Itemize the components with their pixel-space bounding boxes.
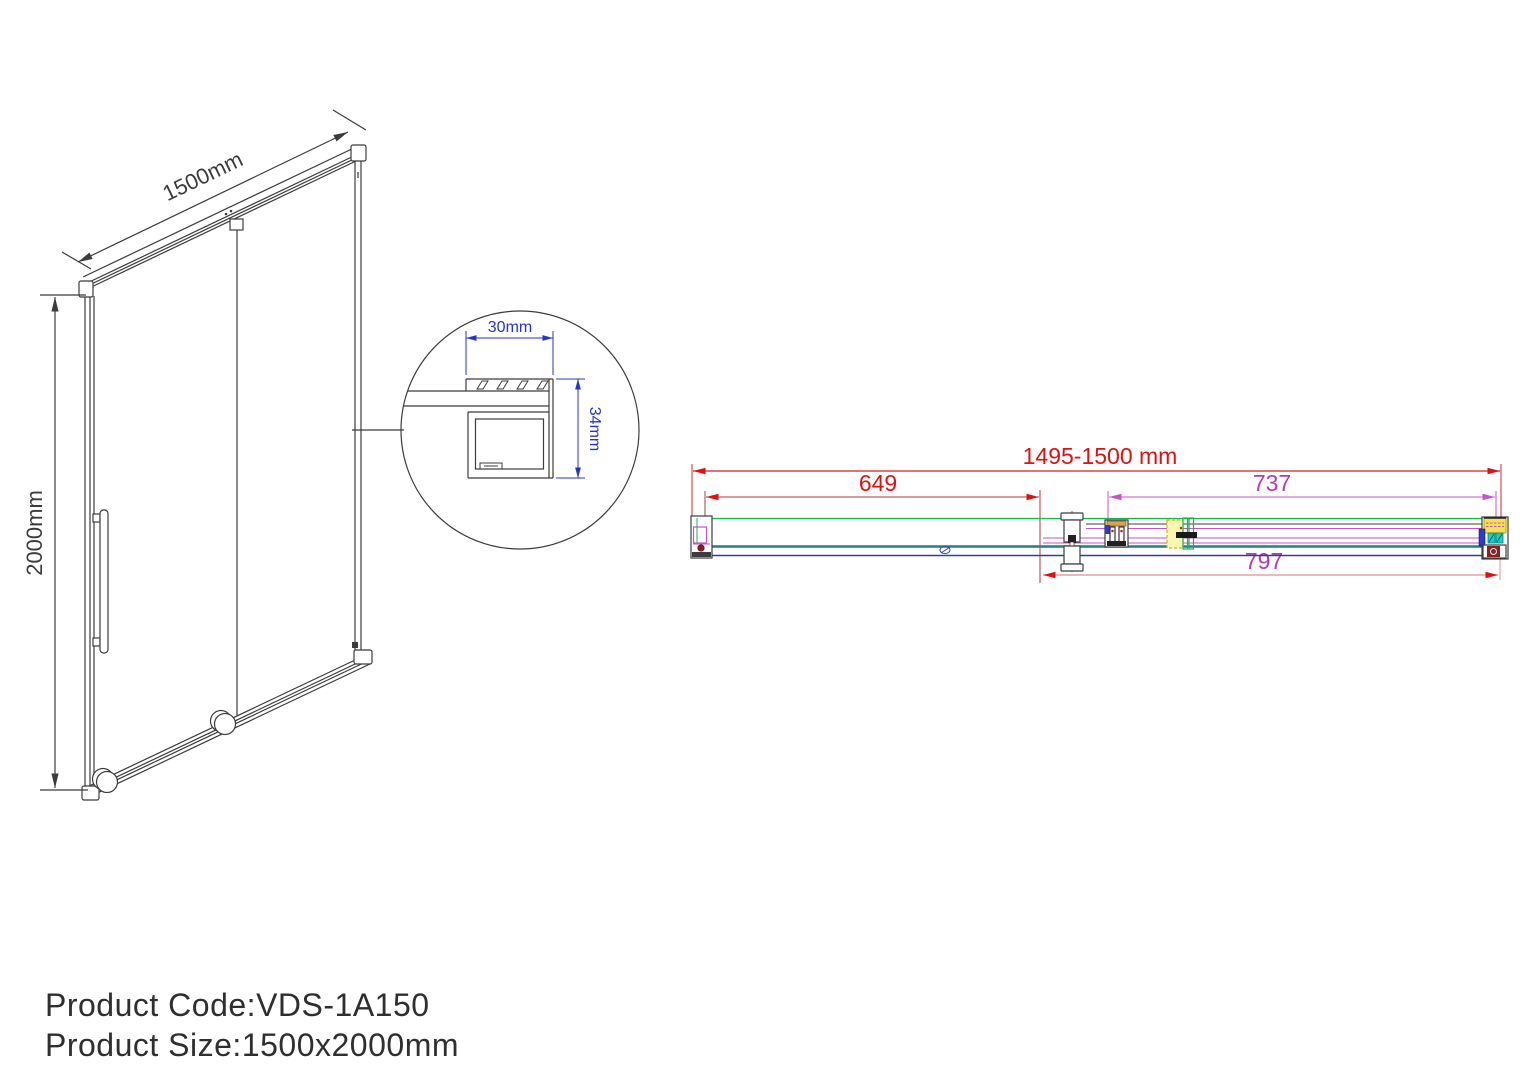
rail-right-end-cap [350,144,367,162]
door-handle [92,509,109,654]
bottom-roller-right [209,709,237,736]
height-dimension-label: 2000mm [22,490,47,576]
width-dimension: 1500mm [61,109,367,270]
height-dimension: 2000mm [22,294,88,791]
left-wall-profile [690,515,713,559]
product-size: Product Size:1500x2000mm [45,1027,459,1063]
rail-left-end-cap [78,280,94,298]
product-info: Product Code:VDS-1A150 Product Size:1500… [45,987,459,1063]
detail-height-label: 34mm [586,407,603,451]
door-right-frame [352,161,373,665]
detail-view: 30mm 34mm [400,310,640,550]
right-wall-profile [1478,516,1509,560]
sliding-panel-divider [224,209,244,716]
opening-dimension-label: 797 [1245,548,1283,574]
detail-width-label: 30mm [488,319,532,336]
manufacturer-mark-icon [939,546,951,554]
door-dimension: 737 [1109,470,1495,501]
product-code: Product Code:VDS-1A150 [45,987,430,1023]
door-bracket [1104,519,1129,548]
overall-dimension: 1495-1500 mm [693,443,1500,475]
width-dimension-label: 1500mm [159,146,247,206]
door-dimension-label: 737 [1253,470,1291,496]
bottom-roller-left [91,767,119,794]
profile-section [404,378,554,479]
top-view: 1495-1500 mm 649 737 797 [690,443,1509,583]
overall-dimension-label: 1495-1500 mm [1023,443,1178,469]
opening-dimension: 797 [1043,548,1498,579]
detail-height-dimension: 34mm [556,378,603,479]
detail-width-dimension: 30mm [465,319,554,375]
detail-circle [400,310,640,550]
fixed-panel-dimension: 649 [706,470,1039,501]
guide-block [1166,517,1197,550]
roller-assembly [1060,511,1084,572]
fixed-panel-dimension-label: 649 [859,470,897,496]
front-view: 1500mm 2000mm [22,109,404,801]
door-left-frame [81,296,100,801]
